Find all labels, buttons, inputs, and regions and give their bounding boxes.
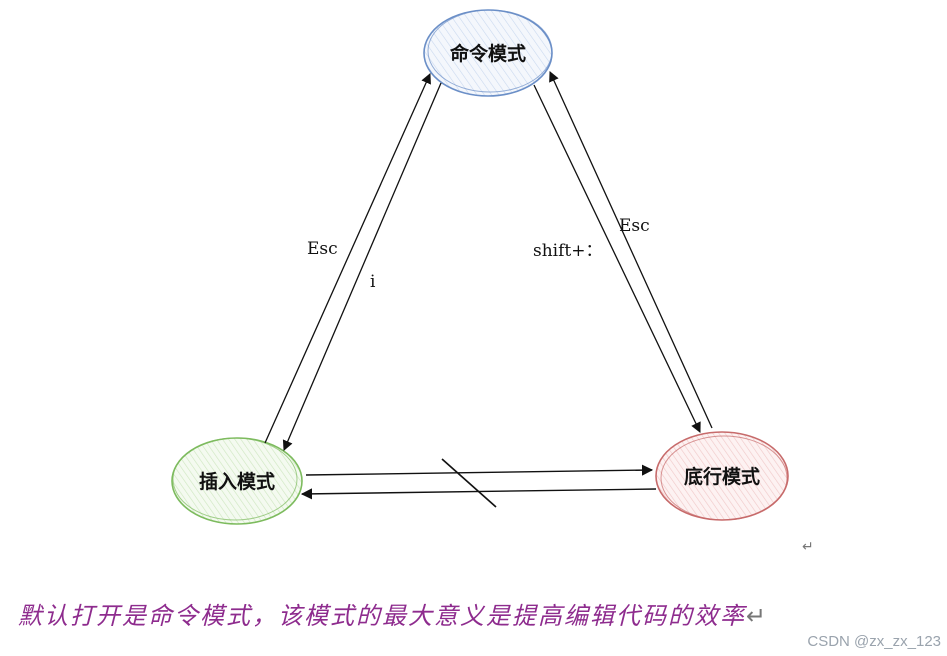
arrow-bottom-to-command <box>549 71 713 429</box>
return-mark: ↵ <box>802 539 814 555</box>
node-insert-label: 插入模式 <box>199 470 275 493</box>
node-bottom-mode: 底行模式 <box>655 431 789 521</box>
arrow-insert-to-command <box>264 73 431 444</box>
arrow-insert-to-bottom <box>305 464 654 476</box>
label-command-to-bottom: shift+： <box>533 241 602 261</box>
caption-body: 默认打开是命令模式，该模式的最大意义是提高编辑代码的效率 <box>18 602 746 630</box>
node-insert-mode: 插入模式 <box>171 437 303 525</box>
caption-return-mark: ↵ <box>746 602 769 630</box>
caption-text: 默认打开是命令模式，该模式的最大意义是提高编辑代码的效率↵ <box>18 596 928 631</box>
no-transition-slash <box>441 458 497 508</box>
label-command-to-insert: i <box>370 272 376 292</box>
arrow-command-to-insert <box>282 82 442 451</box>
node-bottom-label: 底行模式 <box>684 465 760 488</box>
node-command-mode: 命令模式 <box>423 9 553 97</box>
csdn-watermark: CSDN @zx_zx_123 <box>807 633 941 650</box>
label-insert-to-command: Esc <box>307 239 338 259</box>
node-command-label: 命令模式 <box>450 42 526 65</box>
arrow-command-to-bottom <box>533 84 701 433</box>
label-bottom-to-command: Esc <box>619 216 650 236</box>
